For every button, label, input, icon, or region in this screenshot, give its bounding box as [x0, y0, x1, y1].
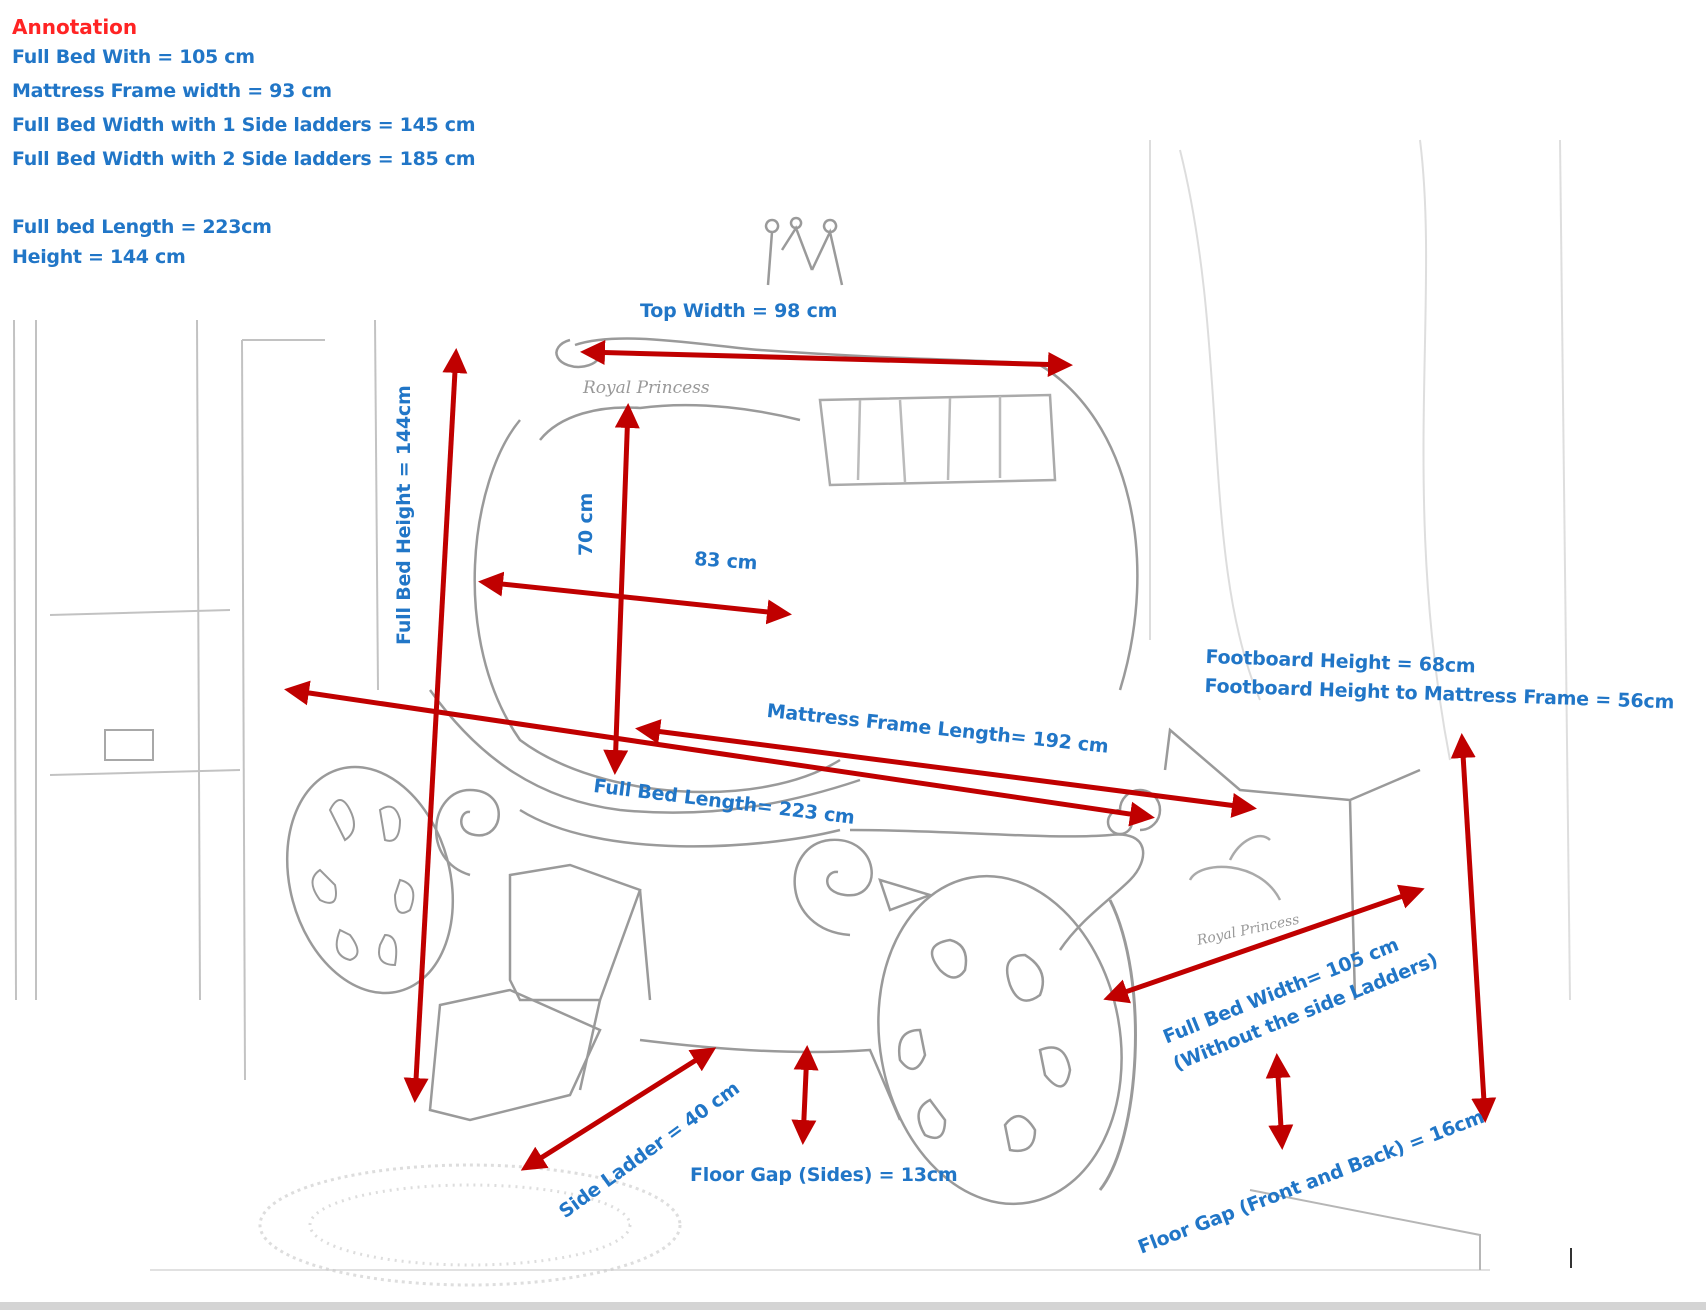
arrow-side-ladder [520, 1047, 717, 1171]
measurement-arrows [284, 340, 1497, 1171]
annotation-block: Annotation Full Bed With = 105 cm Mattre… [12, 14, 475, 272]
arrow-footboard-height [1450, 733, 1497, 1123]
arrow-top-width [580, 340, 1073, 377]
note-width-1-ladder: Full Bed Width with 1 Side ladders = 145… [12, 114, 476, 136]
label-inner-width: 83 cm [693, 548, 758, 575]
arrow-floor-gap-sides [791, 1045, 819, 1145]
brand-logo-top: Royal Princess [582, 378, 710, 398]
text-cursor [1570, 1248, 1572, 1268]
arrow-inner-width [478, 571, 792, 625]
label-inner-height: 70 cm [575, 492, 597, 556]
arrow-floor-gap-front-back [1265, 1053, 1294, 1150]
arrow-full-bed-height [403, 348, 468, 1103]
brand-logo-footboard: Royal Princess [1195, 912, 1301, 950]
label-top-width: Top Width = 98 cm [640, 300, 838, 322]
arrow-inner-height [603, 403, 640, 775]
note-mattress-frame-width: Mattress Frame width = 93 cm [12, 80, 332, 102]
room-sketch [13, 139, 1571, 1271]
rug-texture [258, 1163, 682, 1287]
bottom-scrollbar-strip[interactable] [0, 1302, 1706, 1310]
note-width-2-ladders: Full Bed Width with 2 Side ladders = 185… [12, 148, 476, 170]
note-height: Height = 144 cm [12, 246, 186, 268]
annotation-title: Annotation [12, 15, 138, 39]
arrow-full-bed-width [1103, 884, 1425, 1004]
arrow-mattress-frame-length [635, 719, 1257, 818]
note-full-bed-length: Full bed Length = 223cm [12, 216, 272, 238]
label-full-bed-height: Full Bed Height = 144cm [393, 385, 415, 645]
label-floor-gap-sides: Floor Gap (Sides) = 13cm [690, 1164, 958, 1186]
note-full-bed-width: Full Bed With = 105 cm [12, 46, 255, 68]
